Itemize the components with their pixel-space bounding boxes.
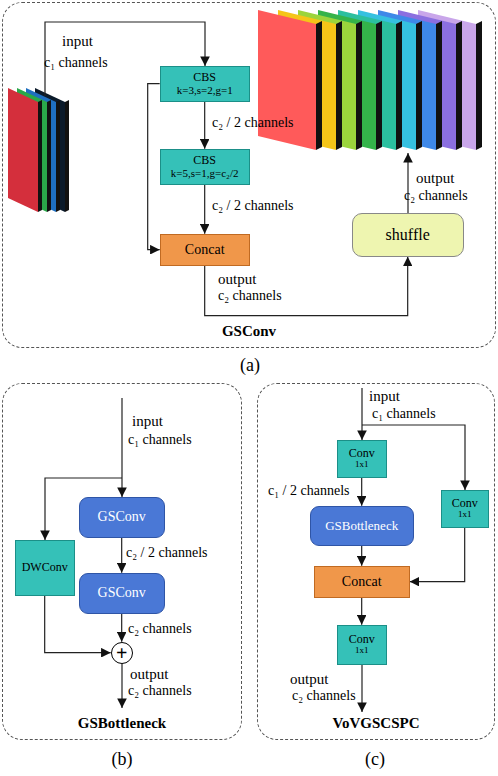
subfigure-caption: (b) (112, 750, 133, 768)
block-text: Conv (349, 447, 375, 460)
slab-edge (47, 100, 51, 212)
slab-edge (376, 21, 382, 150)
io-label: input (62, 34, 93, 49)
channel-label: c₂ channels (128, 622, 192, 636)
concat-block: Concat (160, 234, 250, 266)
shuffle-block: shuffle (352, 213, 464, 257)
connector-arrow (204, 185, 205, 234)
connector-arrow (361, 478, 362, 506)
dwconv-block: DWConv (15, 540, 75, 596)
channel-label: c₂ channels (128, 684, 192, 698)
connector-arrow (361, 598, 362, 625)
channel-label: c₁ channels (128, 433, 192, 447)
channel-label: c₂ / 2 channels (212, 199, 293, 213)
conv-block: Conv1x1 (337, 440, 387, 478)
block-text: CBS (193, 71, 216, 84)
panel-frame: GSBottleneckGSConvGSConvDWConv+ (2, 383, 242, 740)
block-text: Conv (349, 633, 375, 646)
block-text: GSBottleneck (325, 519, 398, 533)
concat-block: Concat (314, 566, 410, 598)
io-label: input (132, 414, 163, 429)
feature-slab (8, 88, 38, 212)
block-text: 1x1 (355, 460, 369, 470)
feature-slab (35, 88, 65, 212)
block-text: DWConv (22, 561, 68, 574)
cbs-block: CBSk=3,s=2,g=1 (160, 66, 250, 102)
slab-edge (416, 21, 422, 150)
io-label: output (130, 667, 168, 682)
panel-title: GSBottleneck (78, 715, 166, 732)
channel-label: c₁ channels (372, 407, 436, 421)
channel-label: c₂ channels (292, 689, 356, 703)
block-text: + (116, 643, 127, 663)
io-label: input (369, 389, 400, 404)
connector-arrow (148, 84, 160, 250)
connector-arrow (410, 528, 465, 582)
slab-edge (38, 100, 42, 212)
output-wire (121, 664, 122, 708)
connector-arrow (121, 538, 122, 573)
block-text: Concat (342, 574, 382, 589)
io-label: output (218, 272, 256, 287)
connector-arrow (204, 102, 205, 149)
conv-block: Conv1x1 (337, 625, 387, 665)
gsbottleneck-block: GSBottleneck (310, 506, 414, 546)
slab-edge (56, 100, 60, 212)
slab-edge (436, 21, 442, 150)
block-text: Conv (452, 497, 478, 510)
block-text: CBS (193, 154, 216, 167)
channel-label: c₂ / 2 channels (212, 116, 293, 130)
channel-label: c₁ channels (44, 56, 108, 70)
channel-label: c₂ / 2 channels (126, 546, 207, 560)
input-wire (121, 398, 122, 497)
connector-arrow (121, 614, 122, 642)
slab-edge (336, 21, 342, 150)
panel-title: VoVGSCSPC (333, 715, 420, 732)
subfigure-caption: (c) (365, 750, 385, 768)
block-text: 1x1 (458, 510, 472, 520)
io-label: output (416, 171, 454, 186)
conv-block: Conv1x1 (441, 490, 489, 528)
slab-edge (316, 21, 322, 150)
gsconv-block: GSConv (79, 573, 165, 614)
block-text: GSConv (98, 509, 146, 524)
slab-edge (456, 21, 462, 150)
channel-label: c₂ channels (404, 189, 468, 203)
connector-arrow (361, 546, 362, 566)
block-text: k=5,s=1,g=c₂/2 (171, 167, 239, 179)
slab-edge (396, 21, 402, 150)
panel-title: GSConv (222, 323, 276, 340)
block-text: GSConv (98, 585, 146, 600)
output-wire (361, 665, 362, 712)
io-label: output (290, 672, 328, 687)
cbs-block: CBSk=5,s=1,g=c₂/2 (160, 149, 250, 185)
output-wire (407, 153, 408, 213)
block-text: k=3,s=2,g=1 (177, 84, 233, 96)
block-text: shuffle (386, 226, 430, 244)
slab-edge (65, 100, 69, 212)
channel-label: c₁ / 2 channels (268, 484, 349, 498)
block-text: 1x1 (355, 646, 369, 656)
slab-edge (356, 21, 362, 150)
input-wire (361, 388, 362, 440)
slab-edge (476, 21, 482, 150)
gsconv-block: GSConv (79, 497, 165, 538)
sum-circle: + (111, 642, 133, 664)
block-text: Concat (185, 242, 225, 257)
input-feature-stack (8, 88, 69, 212)
channel-label: c₂ channels (218, 289, 282, 303)
subfigure-caption: (a) (240, 356, 260, 374)
